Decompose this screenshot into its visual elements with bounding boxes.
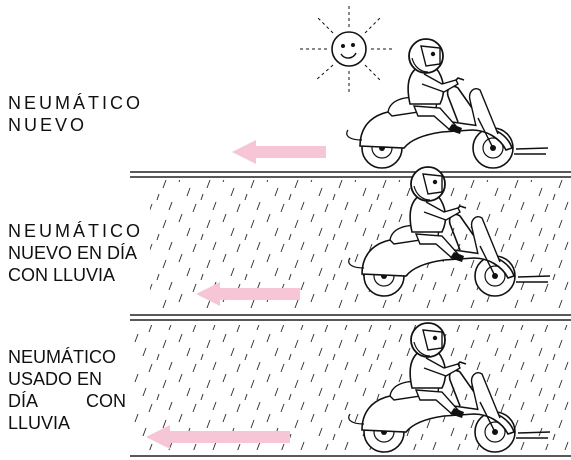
label-line: LLUVIA bbox=[8, 413, 71, 433]
direction-arrow bbox=[196, 282, 300, 306]
direction-arrow bbox=[232, 140, 326, 164]
panel-used-tire-rain bbox=[130, 322, 571, 457]
label-line: NEUMÁTICO bbox=[8, 221, 143, 241]
label-line: CON LLUVIA bbox=[8, 265, 116, 285]
label-word: DÍA bbox=[8, 391, 39, 411]
direction-arrow bbox=[146, 425, 290, 449]
scooter-rider-illustration bbox=[345, 38, 549, 169]
label-new-tire-rain: NEUMÁTICO NUEVO EN DÍA CON LLUVIA bbox=[8, 220, 143, 286]
label-line: NUEVO bbox=[8, 115, 88, 135]
panel-new-tire-rain bbox=[130, 166, 571, 321]
sun-with-face-icon bbox=[300, 6, 395, 92]
label-used-tire-rain: NEUMÁTICO USADO EN DÍA CON LLUVIA bbox=[8, 346, 126, 434]
label-line-justified: DÍA CON bbox=[8, 390, 126, 412]
label-new-tire: NEUMÁTICO NUEVO bbox=[8, 92, 143, 136]
label-line: NUEVO EN DÍA bbox=[8, 243, 138, 263]
label-line: NEUMÁTICO bbox=[8, 347, 116, 367]
label-line: USADO EN bbox=[8, 369, 103, 389]
label-line: NEUMÁTICO bbox=[8, 93, 143, 113]
label-word: CON bbox=[86, 391, 126, 411]
panel-new-tire bbox=[130, 6, 571, 178]
